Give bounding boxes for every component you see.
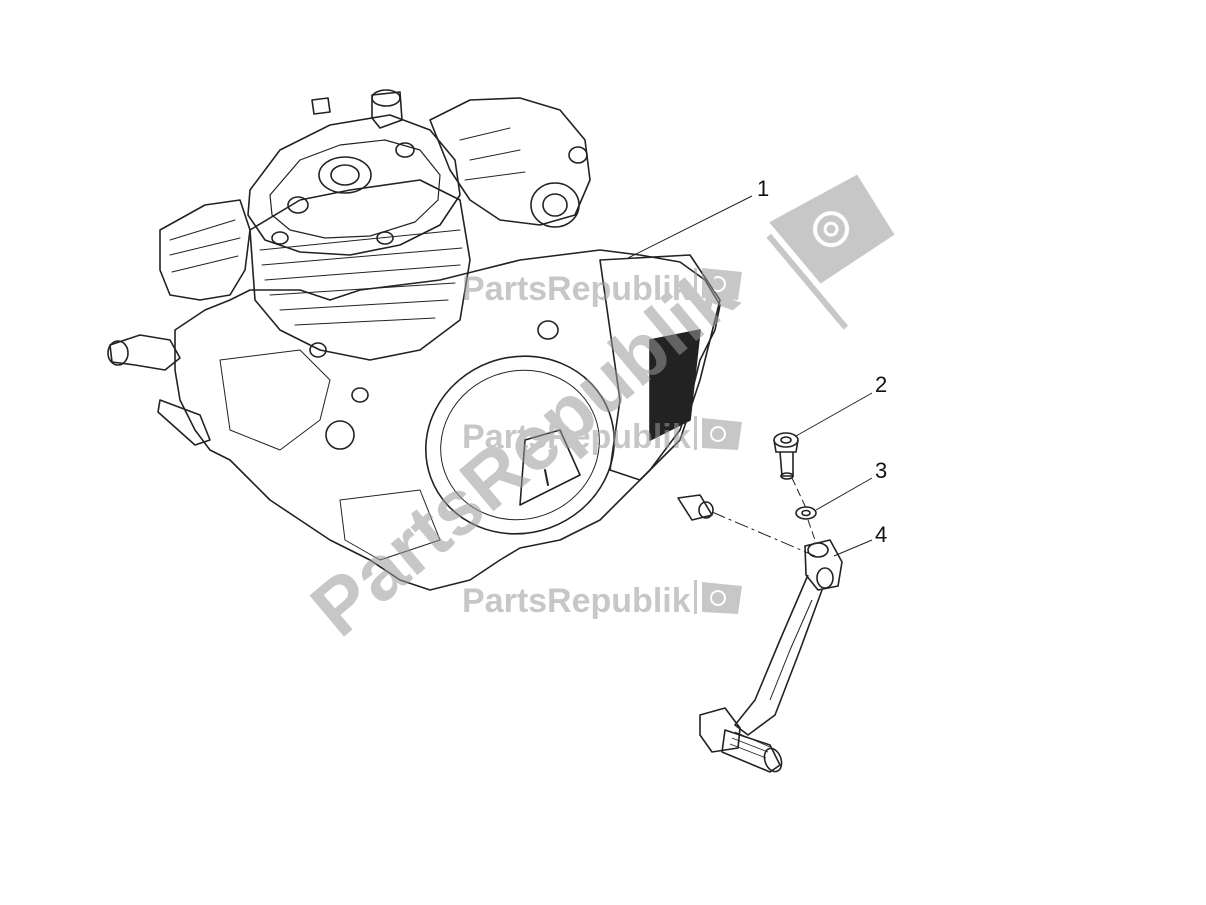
callout-3: 3	[875, 458, 887, 483]
callout-4: 4	[875, 522, 887, 547]
assembly-centerline	[711, 511, 816, 557]
crankcase-outline	[174, 249, 721, 591]
cylinder-head	[247, 114, 461, 256]
cover-logo	[519, 429, 581, 506]
leader-1	[627, 195, 753, 259]
gear-flag-icon	[766, 174, 895, 330]
callout-1: 1	[757, 176, 769, 201]
shift-shaft	[677, 494, 713, 521]
carburettor	[429, 97, 591, 226]
screw-part	[773, 432, 799, 480]
left-housing	[159, 199, 251, 301]
head-cover	[269, 139, 441, 239]
ignition-cover	[424, 355, 616, 535]
watermark-top: PartsRepublik	[462, 268, 742, 308]
leader-3	[815, 477, 873, 511]
svg-text:PartsRepublik: PartsRepublik	[462, 270, 691, 308]
head-bolt-left	[287, 196, 309, 214]
svg-text:PartsRepublik: PartsRepublik	[462, 418, 691, 456]
gear-shift-lever	[699, 539, 843, 773]
leader-2	[795, 392, 873, 437]
watermark-middle: PartsRepublik	[462, 416, 742, 456]
head-bolt-right	[395, 142, 415, 158]
gear-flag-icon	[702, 268, 742, 300]
foot-peg	[721, 729, 781, 773]
head-fitting	[371, 91, 403, 129]
callout-2: 2	[875, 372, 887, 397]
gear-flag-icon	[702, 582, 742, 614]
washer-part	[795, 506, 817, 520]
gear-flag-icon	[702, 418, 742, 450]
spark-plug-boss	[318, 156, 372, 194]
callout-leaders	[627, 195, 873, 557]
coolant-nozzle	[109, 334, 181, 371]
screw-axis	[791, 477, 807, 509]
cylinder	[249, 179, 471, 361]
svg-text:PartsRepublik: PartsRepublik	[462, 582, 691, 620]
watermark-bottom: PartsRepublik	[462, 580, 742, 620]
leader-4	[833, 539, 873, 557]
